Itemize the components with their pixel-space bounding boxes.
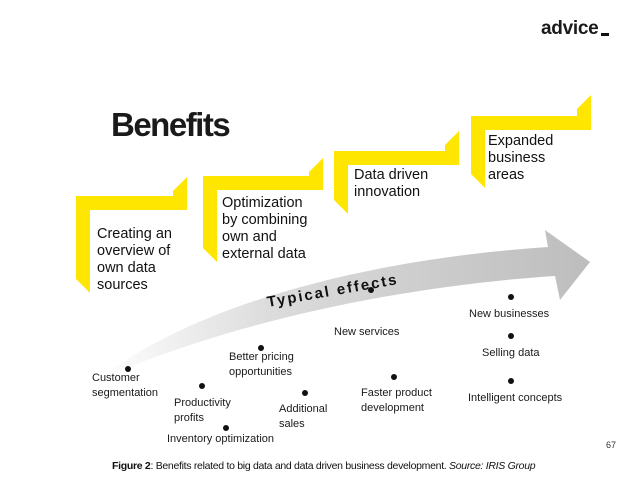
effect-label-line: profits [174,412,204,424]
effect-label-line: Selling data [482,347,540,359]
step-2-line: own and [222,229,277,245]
step-1-text: Creating an overview of own data sources [97,226,172,294]
effect-dot [508,378,514,384]
step-2-text: Optimization by combining own and extern… [222,195,307,263]
step-1-line: own data [97,260,156,276]
caption-figure-label: Figure 2 [112,460,151,472]
step-2-line: by combining [222,212,308,228]
effect-label-line: development [361,402,424,414]
effect-dot [258,345,264,351]
effect-label-additional-sales: Additional sales [279,402,327,432]
effect-label-line: Better pricing [229,351,294,363]
effect-label-line: Additional [279,403,328,415]
effect-dot [199,383,205,389]
step-1-line: overview of [97,243,171,259]
effect-dot [508,333,514,339]
logo-underscore-mark [601,33,609,36]
effect-label-better-pricing: Better pricing opportunities [229,350,294,380]
effect-label-faster-product-development: Faster product development [361,386,432,416]
effect-label-line: New businesses [469,308,550,320]
brand-logo: advice [541,18,599,39]
effect-label-line: Intelligent concepts [468,392,563,404]
effect-dot [302,390,308,396]
step-3-line: innovation [354,184,421,200]
step-3-line: Data driven [354,167,429,183]
step-4-line: business [488,150,546,166]
step-1-line: Creating an [97,226,172,242]
effect-label-line: sales [279,418,305,430]
caption-source: Source: IRIS Group [449,460,536,472]
effect-dot [391,374,397,380]
effect-label-line: Inventory optimization [167,433,274,445]
step-4-line: Expanded [488,133,554,149]
page-number: 67 [606,440,617,450]
effect-label-customer-segmentation: Customer segmentation [92,371,158,401]
step-3-text: Data driven innovation [354,167,428,201]
effect-label-selling-data: Selling data [482,346,540,361]
effect-label-line: Customer [92,372,140,384]
effect-label-new-services: New services [334,325,399,340]
figure-caption: Figure 2: Benefits related to big data a… [112,460,536,472]
typical-effects-arrow [98,230,590,380]
step-4-bracket [471,95,591,188]
effect-label-line: New services [334,326,400,338]
effect-label-intelligent-concepts: Intelligent concepts [468,391,562,406]
effect-label-new-businesses: New businesses [469,307,549,322]
step-2-line: external data [222,246,306,262]
step-2-line: Optimization [222,195,303,211]
effect-dot [508,294,514,300]
step-4-line: areas [488,167,525,183]
caption-text: : Benefits related to big data and data … [150,460,450,472]
page-title: Benefits [111,106,231,143]
effect-label-line: opportunities [229,366,292,378]
step-4-text: Expanded business areas [488,133,553,184]
effect-label-inventory-optimization: Inventory optimization [167,432,274,447]
effect-label-productivity-profits: Productivity profits [174,396,231,426]
effect-label-line: segmentation [92,387,159,399]
effect-dot [368,287,374,293]
effect-label-line: Productivity [174,397,231,409]
step-1-line: sources [97,277,148,293]
effect-dot [125,366,131,372]
effect-label-line: Faster product [361,387,432,399]
step-2-bracket [203,158,323,262]
step-1-bracket [76,177,187,293]
step-3-bracket [334,131,459,214]
effect-dot [223,425,229,431]
